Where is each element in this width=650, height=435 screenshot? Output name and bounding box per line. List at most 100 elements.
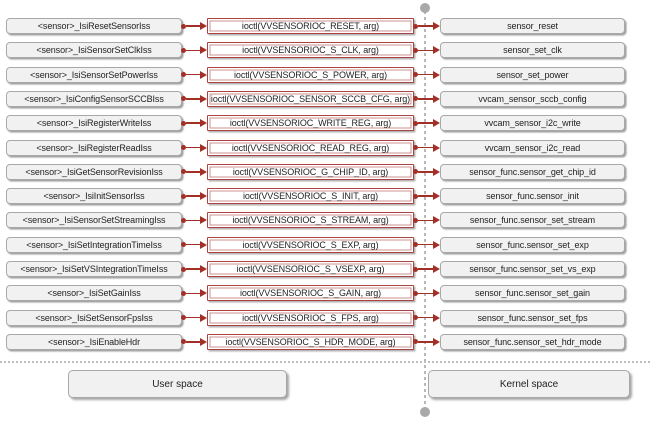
kernel-func-box: sensor_reset [440, 18, 625, 34]
ioctl-label: ioctl(VVSENSORIOC_RESET, arg) [241, 21, 380, 31]
mapping-row: <sensor>_IsiSetVSIntegrationTimeIss ioct… [0, 261, 650, 277]
mapping-row: <sensor>_IsiResetSensorIss ioctl(VVSENSO… [0, 18, 650, 34]
ioctl-label: ioctl(VVSENSORIOC_S_CLK, arg) [242, 45, 379, 56]
connector-dot-icon [413, 23, 418, 29]
kernel-func-box: sensor_func.sensor_set_fps [440, 309, 625, 326]
arrow-head-icon [433, 22, 440, 30]
arrow-head-icon [200, 337, 207, 346]
arrow-head-icon [200, 70, 207, 79]
user-api-box: <sensor>_IsiSetIntegrationTimeIss [6, 236, 182, 253]
user-api-box: <sensor>_IsiSensorSetPowerIss [6, 66, 182, 83]
user-api-box: <sensor>_IsiSensorSetClkIss [6, 42, 182, 59]
kernel-func-label: sensor_func.sensor_set_hdr_mode [463, 336, 602, 347]
connector-dot-icon [181, 242, 186, 248]
connector-dot-icon [181, 290, 186, 296]
arrow-user-to-ioctl [181, 265, 207, 274]
arrow-head-icon [433, 143, 440, 152]
ioctl-box: ioctl(VVSENSORIOC_S_FPS, arg) [207, 309, 414, 326]
connector-dot-icon [181, 96, 186, 102]
user-space-label: User space [152, 378, 203, 390]
kernel-func-label: sensor_func.sensor_set_vs_exp [469, 264, 596, 274]
ioctl-label: ioctl(VVSENSORIOC_READ_REG, arg) [231, 142, 390, 153]
user-api-label: <sensor>_IsiSetSensorFpsIss [35, 312, 153, 323]
user-api-label: <sensor>_IsiSetIntegrationTimeIss [26, 239, 162, 250]
arrow-ioctl-to-kernel [413, 337, 440, 346]
connector-dot-icon [181, 47, 186, 53]
arrow-head-icon [200, 265, 207, 273]
user-kernel-divider-line [424, 11, 426, 408]
mapping-row: <sensor>_IsiRegisterWriteIss ioctl(VVSEN… [0, 115, 650, 132]
user-api-label: <sensor>_IsiResetSensorIss [37, 21, 151, 31]
user-api-box: <sensor>_IsiRegisterReadIss [6, 139, 182, 156]
arrow-head-icon [200, 143, 207, 152]
user-api-box: <sensor>_IsiInitSensorIss [6, 188, 182, 205]
connector-dot-icon [413, 145, 418, 150]
kernel-func-box: vvcam_sensor_i2c_read [440, 139, 625, 156]
user-api-label: <sensor>_IsiEnableHdr [48, 336, 140, 347]
user-api-box: <sensor>_IsiResetSensorIss [6, 18, 182, 34]
arrow-ioctl-to-kernel [413, 192, 440, 201]
ioctl-box: ioctl(VVSENSORIOC_SENSOR_SCCB_CFG, arg) [207, 90, 414, 107]
mapping-row: <sensor>_IsiSensorSetClkIss ioctl(VVSENS… [0, 42, 650, 59]
ioctl-label: ioctl(VVSENSORIOC_S_VSEXP, arg) [236, 264, 385, 274]
ioctl-box: ioctl(VVSENSORIOC_S_CLK, arg) [207, 42, 414, 59]
connector-dot-icon [413, 193, 418, 199]
connector-line [418, 292, 433, 295]
arrow-ioctl-to-kernel [413, 143, 440, 152]
connector-dot-icon [413, 96, 418, 102]
space-divider-line [0, 361, 650, 363]
ioctl-box: ioctl(VVSENSORIOC_READ_REG, arg) [207, 139, 414, 156]
ioctl-label: ioctl(VVSENSORIOC_S_GAIN, arg) [239, 288, 382, 299]
arrow-user-to-ioctl [181, 46, 207, 55]
connector-line [186, 49, 200, 52]
kernel-func-label: vvcam_sensor_i2c_read [484, 142, 581, 153]
arrow-head-icon [200, 313, 207, 322]
user-api-label: <sensor>_IsiSetGainIss [47, 288, 141, 299]
ioctl-box: ioctl(VVSENSORIOC_S_HDR_MODE, arg) [207, 333, 414, 350]
connector-dot-icon [413, 47, 418, 53]
user-api-box: <sensor>_IsiRegisterWriteIss [6, 115, 182, 132]
connector-line [186, 25, 200, 27]
connector-line [186, 219, 200, 222]
kernel-func-box: sensor_set_power [440, 66, 625, 83]
mapping-row: <sensor>_IsiGetSensorRevisionIss ioctl(V… [0, 163, 650, 180]
mapping-row: <sensor>_IsiSetIntegrationTimeIss ioctl(… [0, 236, 650, 253]
connector-line [418, 49, 433, 52]
mapping-row: <sensor>_IsiInitSensorIss ioctl(VVSENSOR… [0, 188, 650, 205]
arrow-ioctl-to-kernel [413, 22, 440, 31]
arrow-user-to-ioctl [181, 240, 207, 249]
connector-line [186, 98, 200, 100]
connector-dot-icon [413, 217, 418, 223]
kernel-func-box: sensor_func.sensor_get_chip_id [440, 163, 625, 180]
kernel-func-label: sensor_func.sensor_init [486, 191, 579, 202]
arrow-head-icon [433, 313, 440, 322]
arrow-head-icon [433, 192, 440, 201]
ioctl-label: ioctl(VVSENSORIOC_S_EXP, arg) [242, 239, 379, 250]
arrow-head-icon [433, 216, 440, 225]
connector-line [418, 98, 433, 100]
connector-line [186, 268, 200, 270]
connector-dot-icon [413, 120, 418, 126]
arrow-ioctl-to-kernel [413, 289, 440, 298]
arrow-ioctl-to-kernel [413, 265, 440, 274]
connector-dot-icon [181, 193, 186, 199]
arrow-user-to-ioctl [181, 94, 207, 103]
arrow-ioctl-to-kernel [413, 216, 440, 225]
arrow-user-to-ioctl [181, 192, 207, 201]
ioctl-box: ioctl(VVSENSORIOC_S_GAIN, arg) [207, 285, 414, 302]
arrow-ioctl-to-kernel [413, 46, 440, 55]
mapping-row: <sensor>_IsiSensorSetPowerIss ioctl(VVSE… [0, 66, 650, 83]
connector-dot-icon [413, 290, 418, 296]
arrow-ioctl-to-kernel [413, 94, 440, 103]
arrow-user-to-ioctl [181, 119, 207, 128]
user-api-box: <sensor>_IsiEnableHdr [6, 333, 182, 350]
ioctl-label: ioctl(VVSENSORIOC_S_INIT, arg) [242, 191, 379, 202]
arrow-ioctl-to-kernel [413, 167, 440, 176]
ioctl-box: ioctl(VVSENSORIOC_S_EXP, arg) [207, 236, 414, 253]
arrow-head-icon [433, 94, 440, 103]
connector-line [418, 146, 433, 149]
user-api-label: <sensor>_IsiRegisterReadIss [36, 142, 152, 153]
kernel-func-box: sensor_func.sensor_init [440, 188, 625, 205]
connector-line [186, 316, 200, 319]
